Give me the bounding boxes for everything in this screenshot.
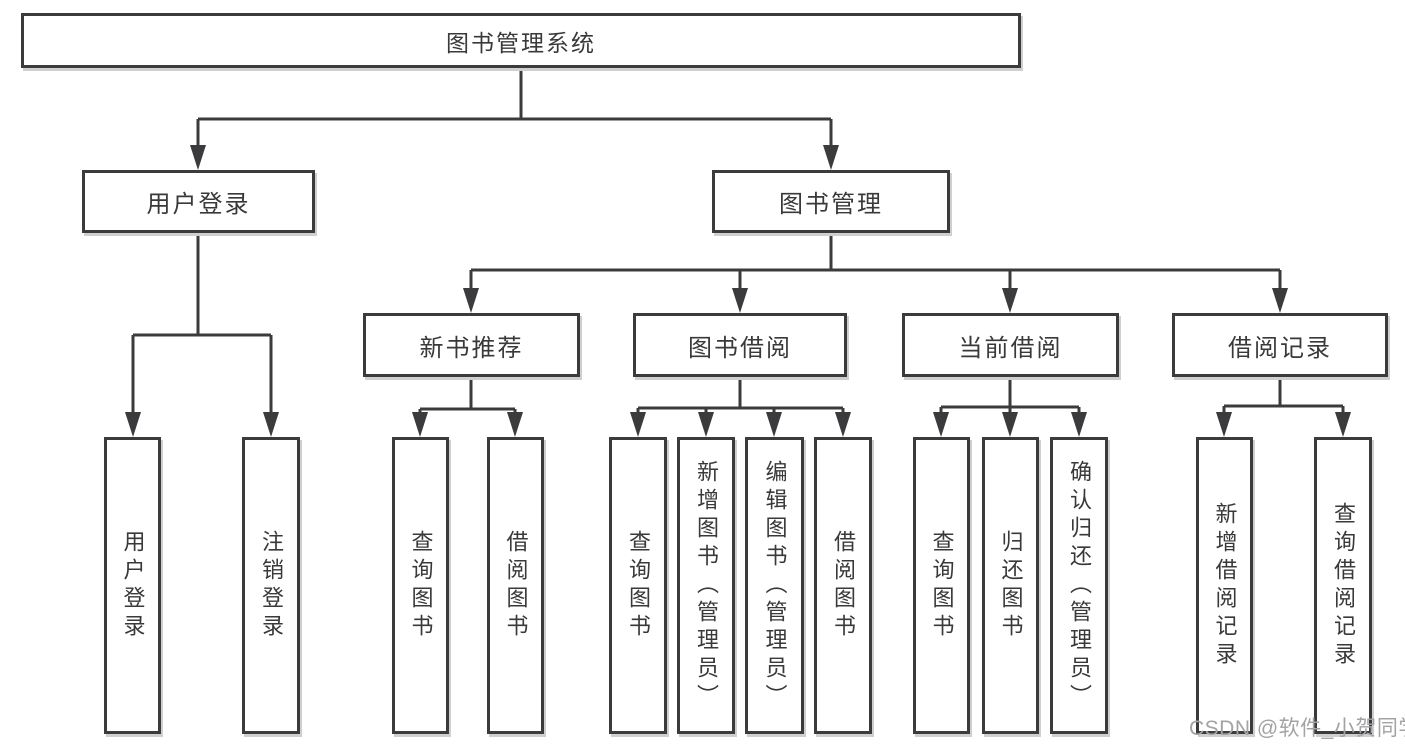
node-label: 查询图书 — [626, 529, 651, 642]
leaf-borrow-books: 借阅图书 — [814, 437, 872, 734]
node-library-management-system: 图书管理系统 — [21, 13, 1021, 68]
node-label: 归还图书 — [998, 529, 1024, 642]
leaf-add-book-admin: 新增图书（管理员） — [677, 437, 735, 734]
node-label: 查询借阅记录 — [1331, 501, 1356, 670]
node-new-book-recommend: 新书推荐 — [363, 313, 580, 377]
node-user-login: 用户登录 — [82, 170, 315, 233]
arrowheads — [125, 145, 1351, 437]
leaf-query-books-current: 查询图书 — [913, 437, 970, 734]
node-label: 查询图书 — [408, 529, 434, 642]
leaf-query-books-recommend: 查询图书 — [392, 437, 449, 734]
leaf-logout: 注销登录 — [242, 437, 300, 734]
leaf-return-book: 归还图书 — [982, 437, 1039, 734]
node-current-borrow: 当前借阅 — [902, 313, 1119, 377]
node-label: 图书管理 — [779, 191, 883, 218]
node-label: 借阅图书 — [831, 529, 856, 642]
node-label: 图书管理系统 — [446, 29, 596, 56]
node-label: 确认归还（管理员） — [1067, 459, 1092, 712]
node-book-management: 图书管理 — [712, 170, 950, 233]
node-label: 新增借阅记录 — [1212, 501, 1238, 670]
leaf-user-login: 用户登录 — [104, 437, 161, 734]
leaf-add-borrow-record: 新增借阅记录 — [1196, 437, 1253, 734]
node-label: 用户登录 — [120, 529, 146, 642]
leaf-confirm-return-admin: 确认归还（管理员） — [1050, 437, 1108, 734]
node-label: 编辑图书（管理员） — [762, 459, 788, 712]
node-label: 当前借阅 — [958, 334, 1063, 362]
leaf-borrow-books-recommend: 借阅图书 — [487, 437, 544, 734]
node-label: 新增图书（管理员） — [694, 459, 719, 712]
node-label: 新书推荐 — [419, 334, 524, 362]
node-borrow-records: 借阅记录 — [1172, 313, 1388, 377]
node-book-borrow: 图书借阅 — [633, 313, 847, 377]
leaf-edit-book-admin: 编辑图书（管理员） — [745, 437, 804, 734]
leaf-query-borrow-record: 查询借阅记录 — [1314, 437, 1372, 734]
leaf-query-books-borrow: 查询图书 — [609, 437, 667, 734]
node-label: 借阅记录 — [1228, 334, 1332, 362]
node-label: 用户登录 — [146, 191, 251, 218]
node-label: 注销登录 — [259, 529, 284, 642]
node-label: 图书借阅 — [688, 334, 792, 362]
node-label: 查询图书 — [929, 529, 955, 642]
node-label: 借阅图书 — [503, 529, 529, 642]
watermark: CSDN @软件_小贺同学 — [1189, 717, 1405, 740]
